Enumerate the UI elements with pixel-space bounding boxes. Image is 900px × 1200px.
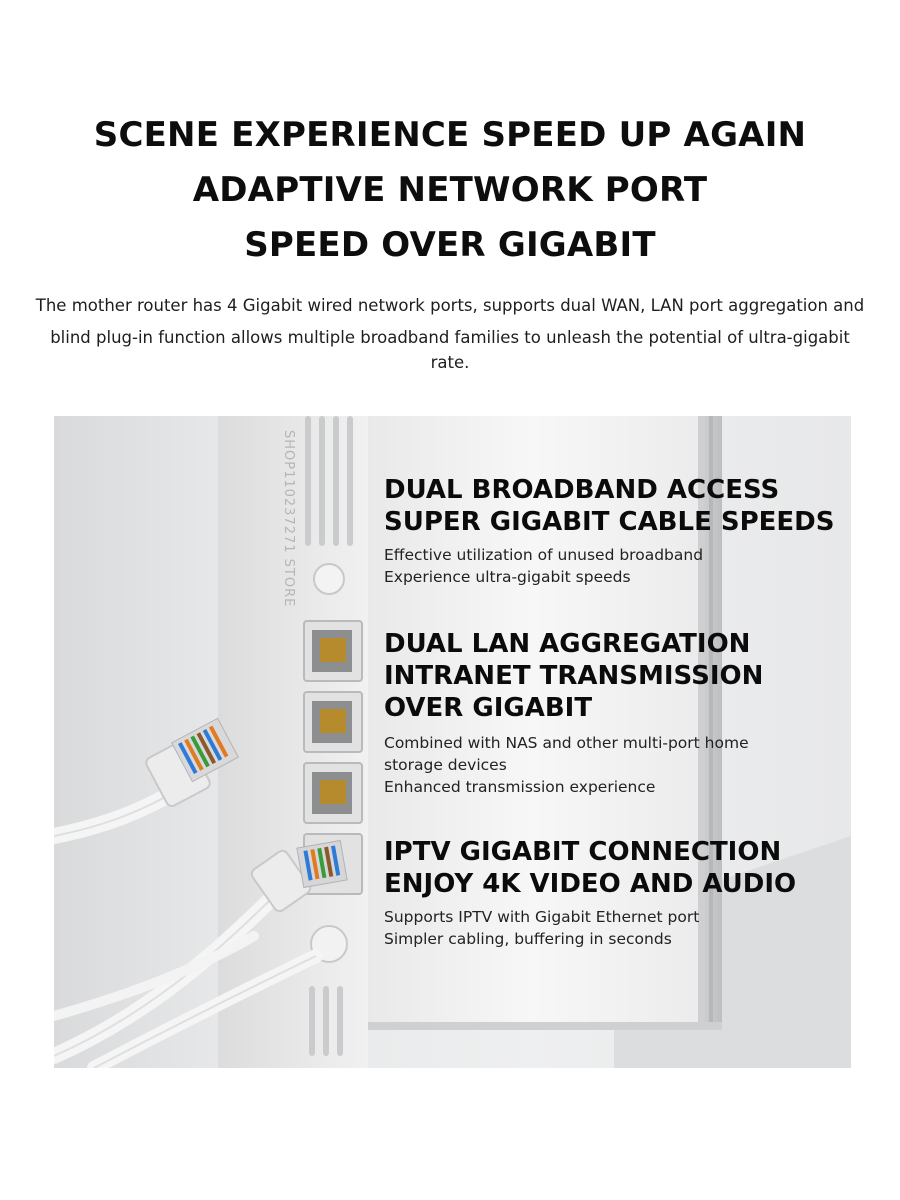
feature-dual-lan: DUAL LAN AGGREGATION INTRANET TRANSMISSI… — [384, 628, 763, 798]
feature-title: DUAL BROADBAND ACCESS — [384, 475, 780, 505]
feature-iptv: IPTV GIGABIT CONNECTION ENJOY 4K VIDEO A… — [384, 836, 796, 950]
headline-line-1: SCENE EXPERIENCE SPEED UP AGAIN — [93, 115, 807, 155]
headline-line-3: SPEED OVER GIGABIT — [244, 225, 656, 265]
feature-description: Effective utilization of unused broadban… — [384, 546, 704, 564]
feature-description: Enhanced transmission experience — [384, 778, 656, 796]
feature-title: OVER GIGABIT — [384, 693, 593, 723]
feature-description: Simpler cabling, buffering in seconds — [384, 930, 672, 948]
feature-description: storage devices — [384, 756, 507, 774]
router-image — [54, 416, 851, 1068]
headline: SCENE EXPERIENCE SPEED UP AGAIN ADAPTIVE… — [0, 108, 900, 273]
intro-line-3: rate. — [430, 353, 470, 372]
intro-paragraph: The mother router has 4 Gigabit wired ne… — [14, 290, 886, 376]
ethernet-cable-icon — [54, 717, 239, 844]
feature-description: Experience ultra-gigabit speeds — [384, 568, 631, 586]
ethernet-cable-icon — [54, 839, 348, 1064]
headline-line-2: ADAPTIVE NETWORK PORT — [192, 170, 708, 210]
feature-description: Combined with NAS and other multi-port h… — [384, 734, 749, 752]
intro-line-1: The mother router has 4 Gigabit wired ne… — [35, 296, 865, 315]
feature-title: DUAL LAN AGGREGATION — [384, 629, 751, 659]
store-watermark: SHOP110237271 STORE — [281, 430, 296, 608]
feature-title: IPTV GIGABIT CONNECTION — [384, 837, 782, 867]
power-connector-icon — [54, 925, 348, 1068]
feature-dual-broadband: DUAL BROADBAND ACCESS SUPER GIGABIT CABL… — [384, 474, 835, 588]
feature-title: ENJOY 4K VIDEO AND AUDIO — [384, 869, 797, 899]
intro-line-2: blind plug-in function allows multiple b… — [50, 328, 850, 347]
feature-title: INTRANET TRANSMISSION — [384, 661, 764, 691]
feature-title: SUPER GIGABIT CABLE SPEEDS — [384, 507, 835, 537]
feature-description: Supports IPTV with Gigabit Ethernet port — [384, 908, 700, 926]
